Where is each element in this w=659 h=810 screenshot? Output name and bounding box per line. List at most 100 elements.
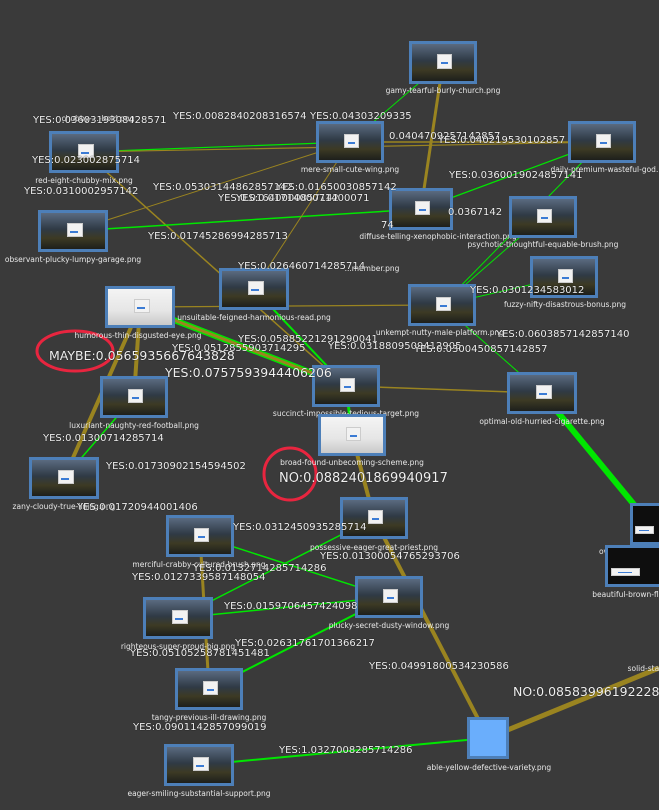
thumbnail-window-preview bbox=[57, 470, 74, 485]
thumbnail-window-preview bbox=[435, 297, 452, 312]
thumbnail-window-preview bbox=[595, 134, 612, 149]
graph-node-thumbnail[interactable] bbox=[568, 121, 636, 163]
thumbnail-window-preview bbox=[127, 389, 144, 404]
node-label: unkempt-nutty-male-platform.png bbox=[375, 328, 505, 337]
node-label: zany-cloudy-true-lining.png bbox=[12, 502, 116, 511]
graph-node-thumbnail[interactable] bbox=[143, 597, 213, 639]
node-label: ...member.png bbox=[344, 264, 400, 273]
graph-node-thumbnail[interactable] bbox=[630, 503, 659, 545]
edge-weight-label: YES:0.05105258781451481 bbox=[130, 648, 270, 659]
edge-weight-label: YES:0.0127339587148054 bbox=[132, 572, 266, 583]
graph-node-thumbnail[interactable] bbox=[530, 256, 598, 298]
node-label: psychotic-thoughtful-equable-brush.png bbox=[467, 240, 619, 249]
edge-weight-label: YES:0.04303209335 bbox=[310, 111, 412, 122]
thumbnail-window-preview bbox=[133, 299, 150, 314]
graph-node-thumbnail[interactable] bbox=[49, 131, 119, 173]
graph-edge bbox=[198, 737, 489, 766]
edge-weight-label: YES:0.0132714285714286 bbox=[193, 563, 327, 574]
edge-weight-label: 74 bbox=[381, 220, 394, 231]
thumbnail-window-preview bbox=[611, 567, 641, 577]
edge-weight-label: YES:0.040219530102857 bbox=[438, 135, 566, 146]
graph-edge bbox=[139, 304, 443, 308]
graph-node-square[interactable] bbox=[467, 717, 509, 759]
node-label: diffuse-telling-xenophobic-interaction.p… bbox=[359, 232, 517, 241]
edge-weight-label: YES:0.0360319308428571 bbox=[33, 115, 167, 126]
graph-node-thumbnail[interactable] bbox=[175, 668, 243, 710]
edge-weight-label: YES:0.0901142857099019 bbox=[133, 722, 267, 733]
graph-node-thumbnail[interactable] bbox=[38, 210, 108, 252]
node-label: able-yellow-defective-variety.png bbox=[426, 763, 552, 772]
edge-weight-label: YES:0.04991800534230586 bbox=[369, 661, 509, 672]
no-highlight-circle bbox=[262, 446, 318, 502]
thumbnail-window-preview bbox=[192, 757, 209, 772]
node-label: possessive-eager-great-priest.png bbox=[310, 543, 438, 552]
thumbnail-window-preview bbox=[77, 144, 94, 159]
graph-node-thumbnail[interactable] bbox=[100, 376, 168, 418]
node-label: righteous-super-proud-big.png bbox=[120, 642, 236, 651]
graph-node-thumbnail[interactable] bbox=[318, 414, 386, 456]
thumbnail-window-preview bbox=[367, 510, 384, 525]
edge-weight-label: YES:0.02631761701366217 bbox=[235, 638, 375, 649]
edge-weight-label: YES:0.0603857142857140 bbox=[496, 329, 630, 340]
edge-weight-label: 0.0367142 bbox=[448, 207, 503, 218]
edge-weight-label: YES:0.0300450857142857 bbox=[414, 344, 548, 355]
node-label: mere-small-cute-wing.png bbox=[300, 165, 400, 174]
edge-weight-label: YES:0.0757593944406206 bbox=[165, 365, 332, 380]
graph-edge bbox=[539, 391, 653, 526]
node-label: observant-plucky-lumpy-garage.png bbox=[4, 255, 142, 264]
edge-weight-label: YES:0.01650030857142 bbox=[276, 182, 397, 193]
graph-edge bbox=[83, 151, 347, 387]
node-label: plucky-secret-dusty-window.png bbox=[328, 621, 450, 630]
edge-weight-label: YES:0.01730902154594502 bbox=[106, 461, 246, 472]
graph-node-thumbnail[interactable] bbox=[340, 497, 408, 539]
node-label: succinct-impossible-tedious-target.png bbox=[273, 409, 419, 418]
graph-node-thumbnail[interactable] bbox=[29, 457, 99, 499]
node-label: merciful-crabby-cultured-brush.png bbox=[132, 560, 266, 569]
node-label: broad-found-unbecoming-scheme.png bbox=[280, 458, 424, 467]
edge-weight-label: YES:0.0312450935285714 bbox=[233, 522, 367, 533]
graph-edge bbox=[487, 665, 659, 741]
thumbnail-window-preview bbox=[339, 378, 356, 393]
node-label: optimal-old-hurried-cigarette.png bbox=[479, 417, 605, 426]
thumbnail-window-preview bbox=[171, 610, 188, 625]
node-label: red-eight-chubby-mix.png bbox=[35, 176, 133, 185]
graph-node-thumbnail[interactable] bbox=[605, 545, 659, 587]
graph-node-thumbnail[interactable] bbox=[408, 284, 476, 326]
edge-weight-label: YES:1.0327008285714286 bbox=[279, 745, 413, 756]
graph-node-thumbnail[interactable] bbox=[355, 576, 423, 618]
edge-weight-label: YES:0.0171400071400071 bbox=[236, 193, 370, 204]
thumbnail-window-preview bbox=[382, 589, 399, 604]
edge-weight-label: NO:0.0858399619222867 bbox=[513, 684, 659, 699]
thumbnail-window-preview bbox=[202, 681, 219, 696]
graph-edge bbox=[253, 141, 351, 290]
graph-node-thumbnail[interactable] bbox=[105, 286, 175, 328]
node-label: daily-premium-wasteful-god.png bbox=[550, 165, 659, 174]
edge-weight-label: YES:0.01745286994285713 bbox=[148, 231, 288, 242]
edge-weight-label: YES:0.0360019024857141 bbox=[449, 170, 583, 181]
graph-edge bbox=[372, 517, 490, 739]
node-label: eager-smiling-substantial-support.png bbox=[127, 789, 271, 798]
graph-node-thumbnail[interactable] bbox=[166, 515, 234, 557]
node-label: beautiful-brown-flat... bbox=[592, 590, 659, 599]
graph-edge bbox=[419, 62, 445, 210]
graph-node-thumbnail[interactable] bbox=[219, 268, 289, 310]
node-label: unsuitable-feigned-harmonious-read.png bbox=[177, 313, 331, 322]
edge-weight-label: YES:0.0512855903714295 bbox=[172, 343, 306, 354]
thumbnail-window-preview bbox=[557, 269, 574, 284]
node-label: luxuriant-naughty-red-football.png bbox=[69, 421, 199, 430]
graph-node-thumbnail[interactable] bbox=[164, 744, 234, 786]
node-label: solid-stat... bbox=[627, 664, 659, 673]
graph-node-thumbnail[interactable] bbox=[312, 365, 380, 407]
graph-node-thumbnail[interactable] bbox=[509, 196, 577, 238]
graph-node-thumbnail[interactable] bbox=[316, 121, 384, 163]
edge-weight-label: YES:0.0301234583012 bbox=[470, 285, 585, 296]
edge-weight-label: YES:0.0310002957142 bbox=[24, 186, 139, 197]
node-label: fuzzy-nifty-disastrous-bonus.png bbox=[503, 300, 627, 309]
edge-weight-label: YES:0.05303144862857142 bbox=[153, 182, 293, 193]
thumbnail-window-preview bbox=[536, 209, 553, 224]
graph-node-thumbnail[interactable] bbox=[507, 372, 577, 414]
graph-node-thumbnail[interactable] bbox=[389, 188, 453, 230]
graph-node-thumbnail[interactable] bbox=[409, 41, 477, 84]
edge-weight-label: 0.0404709257142857 bbox=[389, 131, 501, 142]
maybe-highlight-circle bbox=[35, 329, 115, 373]
